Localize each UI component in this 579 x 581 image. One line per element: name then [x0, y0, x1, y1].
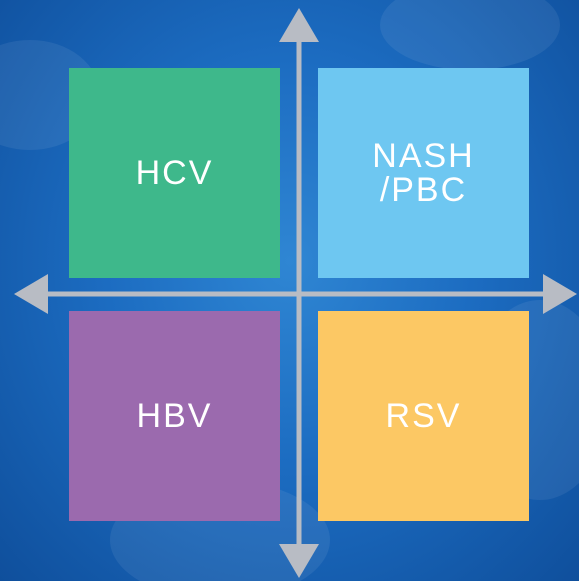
arrow-right-icon [543, 274, 577, 314]
arrow-left-icon [14, 274, 48, 314]
quadrant-rsv: RSV [318, 311, 529, 521]
arrow-up-icon [279, 8, 319, 42]
map-texture [380, 0, 560, 70]
quadrant-hbv: HBV [69, 311, 280, 521]
arrow-down-icon [279, 544, 319, 578]
quadrant-nash-pbc: NASH /PBC [318, 68, 529, 278]
quadrant-hcv: HCV [69, 68, 280, 278]
